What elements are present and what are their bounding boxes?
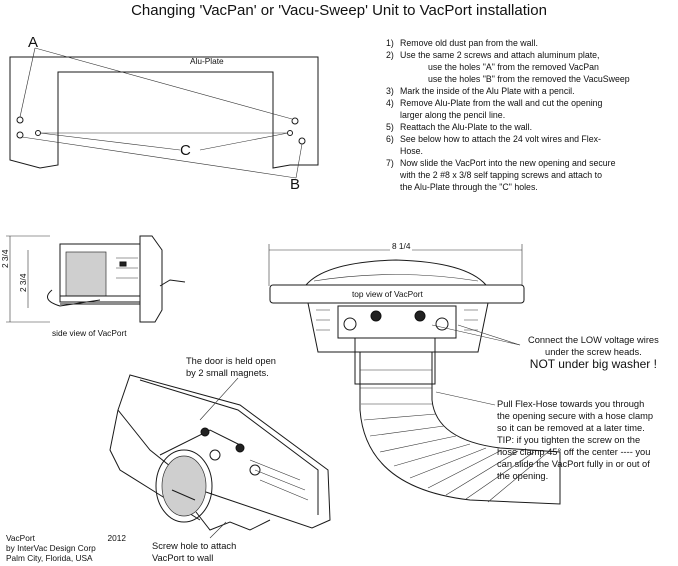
- side-dim-outer: 2 3/4: [0, 249, 10, 268]
- hole-a-right: [291, 117, 299, 125]
- instruction-steps: 1)Remove old dust pan from the wall. 2)U…: [386, 37, 676, 193]
- footer-credits: VacPort 2012 by InterVac Design Corp Palm…: [6, 533, 126, 563]
- footer-year: 2012: [107, 533, 126, 543]
- hole-c-label: C: [180, 142, 191, 159]
- screw-hole-note: Screw hole to attach VacPort to wall: [152, 541, 237, 563]
- step-item: 3)Mark the inside of the Alu Plate with …: [386, 86, 575, 96]
- alu-plate-drawing: [9, 47, 319, 179]
- side-dim-inner: 2 3/4: [18, 273, 28, 292]
- wires-note: Connect the LOW voltage wires under the …: [528, 335, 659, 371]
- top-view-drawing: [268, 244, 525, 385]
- top-view-caption: top view of VacPort: [352, 289, 423, 299]
- step-item: 1)Remove old dust pan from the wall.: [386, 38, 538, 48]
- hole-b-left: [16, 131, 24, 139]
- step-item: 4)Remove Alu-Plate from the wall and cut…: [386, 98, 603, 120]
- hole-c-right: [287, 130, 293, 136]
- footer-company: by InterVac Design Corp: [6, 543, 96, 553]
- hole-b-label: B: [290, 176, 301, 193]
- footer-product: VacPort: [6, 533, 35, 543]
- flex-hose-drawing: [359, 352, 561, 505]
- leader-lines: [199, 324, 521, 539]
- door-note: The door is held open by 2 small magnets…: [186, 356, 276, 378]
- footer-city: Palm City, Florida, USA: [6, 553, 93, 563]
- alu-plate-label: Alu-Plate: [190, 56, 224, 66]
- step-item: 5)Reattach the Alu-Plate to the wall.: [386, 122, 533, 132]
- flex-hose-note: Pull Flex-Hose towards you through the o…: [497, 399, 654, 481]
- step-item: 2)Use the same 2 screws and attach alumi…: [386, 50, 630, 84]
- step-item: 7)Now slide the VacPort into the new ope…: [386, 158, 616, 192]
- page-title: Changing 'VacPan' or 'Vacu-Sweep' Unit t…: [131, 2, 547, 19]
- top-view-width-dim: 8 1/4: [390, 241, 413, 251]
- perspective-drawing: [109, 374, 331, 531]
- side-view-caption: side view of VacPort: [52, 328, 127, 338]
- side-view-drawing: [6, 235, 186, 323]
- hole-a-label: A: [28, 34, 39, 51]
- wires-warning: NOT under big washer !: [529, 357, 657, 371]
- hole-b-right: [298, 137, 306, 145]
- hole-a-left: [16, 116, 24, 124]
- hole-c-left: [35, 130, 41, 136]
- step-item: 6)See below how to attach the 24 volt wi…: [386, 134, 601, 156]
